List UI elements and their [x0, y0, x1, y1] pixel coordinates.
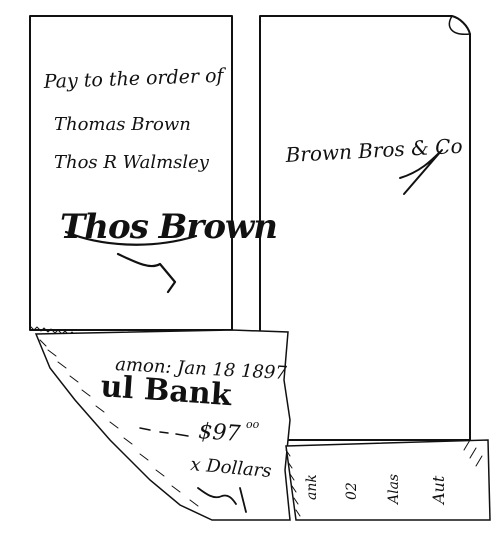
right-panel: Brown Bros & Co [259, 15, 471, 441]
right-endorsement: Brown Bros & Co [284, 134, 463, 167]
endorsement-line2: Thomas Brown [54, 114, 191, 135]
endorsement-line1: Pay to the order of [42, 65, 226, 93]
fragment-02: 02 [344, 482, 360, 500]
folded-corner-left: amon: Jan 18 1897 ul Bank $97 oo x Dolla… [34, 329, 291, 521]
left-panel-border [29, 15, 233, 331]
fragment-aut: Aut [429, 475, 448, 506]
fragment-ank: ank [304, 474, 320, 500]
folded-corner-left-shape [34, 329, 291, 521]
left-panel: Pay to the order of Thomas Brown Thos R … [29, 15, 278, 347]
right-panel-curl [448, 15, 471, 35]
folded-corner-left-hatch [39, 339, 199, 507]
check-amount-cents: oo [246, 418, 260, 431]
folded-corner-right-shape [285, 439, 491, 521]
signature-flourish [64, 230, 198, 294]
endorser-name: Thos R Walmsley [54, 152, 210, 173]
fragment-alas: Alas [386, 474, 402, 506]
check-amount-line [139, 427, 189, 437]
check-payee-scribble [197, 487, 247, 513]
right-endorsement-flourish [399, 149, 443, 195]
folded-corner-right: ank 02 Alas Aut [285, 439, 491, 521]
right-panel-border [259, 15, 471, 441]
check-amount: $97 [198, 419, 242, 447]
signature: Thos Brown [60, 207, 278, 294]
folded-corner-right-hatch [285, 439, 483, 517]
